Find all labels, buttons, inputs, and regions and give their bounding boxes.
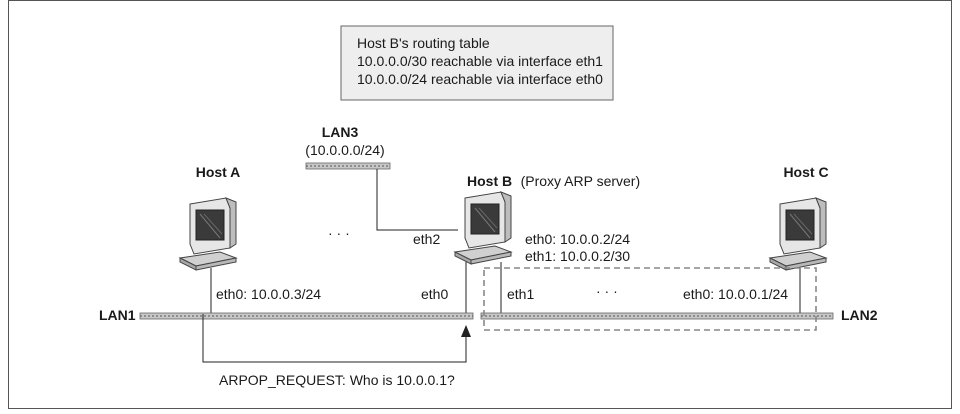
arp-request-label: ARPOP_REQUEST: Who is 10.0.0.1?: [219, 372, 455, 388]
host-a-computer-icon: [179, 197, 237, 271]
host-c-interface: eth0: 10.0.0.1/24: [683, 286, 788, 302]
host-b-computer-icon: [454, 191, 512, 265]
lan1-segment: [139, 312, 474, 320]
host-c-computer-icon: [769, 197, 827, 271]
host-b-eth1-address: eth1: 10.0.0.2/30: [525, 248, 630, 264]
ellipsis-lan2: · · ·: [596, 283, 618, 299]
host-b-label: Host B: [467, 173, 512, 189]
host-c-label: Host C: [783, 164, 828, 180]
ellipsis-lan3: · · ·: [328, 225, 350, 241]
host-a-interface: eth0: 10.0.0.3/24: [216, 286, 321, 302]
svg-text:Host B (Proxy ARP server: Host B (Proxy ARP server): [467, 173, 640, 190]
routing-table-box: Host B's routing table 10.0.0.0/30 reach…: [340, 25, 614, 101]
lan3-subnet: (10.0.0.0/24): [305, 142, 384, 158]
host-a-label: Host A: [196, 164, 241, 180]
routing-table-line: 10.0.0.0/30 reachable via interface eth1: [357, 53, 603, 69]
host-b-eth0-address: eth0: 10.0.0.2/24: [525, 231, 630, 247]
proxy-arp-region: [483, 267, 817, 331]
lan3-label: LAN3: [322, 124, 359, 140]
host-b-eth2-label: eth2: [413, 231, 440, 247]
lan1-label: LAN1: [99, 307, 136, 323]
host-b-title: Host B (Proxy ARP server): [467, 173, 640, 190]
lan3-to-host-b-link: [376, 169, 458, 231]
lan3-segment: [305, 162, 391, 170]
host-b-eth1-label: eth1: [507, 286, 534, 302]
routing-table-line: 10.0.0.0/24 reachable via interface eth0: [357, 71, 603, 87]
host-b-eth0-label: eth0: [421, 286, 448, 302]
host-b-role: (Proxy ARP server): [521, 173, 641, 189]
arp-request-arrow: [202, 314, 471, 363]
routing-table-title: Host B's routing table: [357, 35, 490, 51]
lan2-label: LAN2: [841, 307, 878, 323]
lan2-segment: [480, 312, 834, 320]
